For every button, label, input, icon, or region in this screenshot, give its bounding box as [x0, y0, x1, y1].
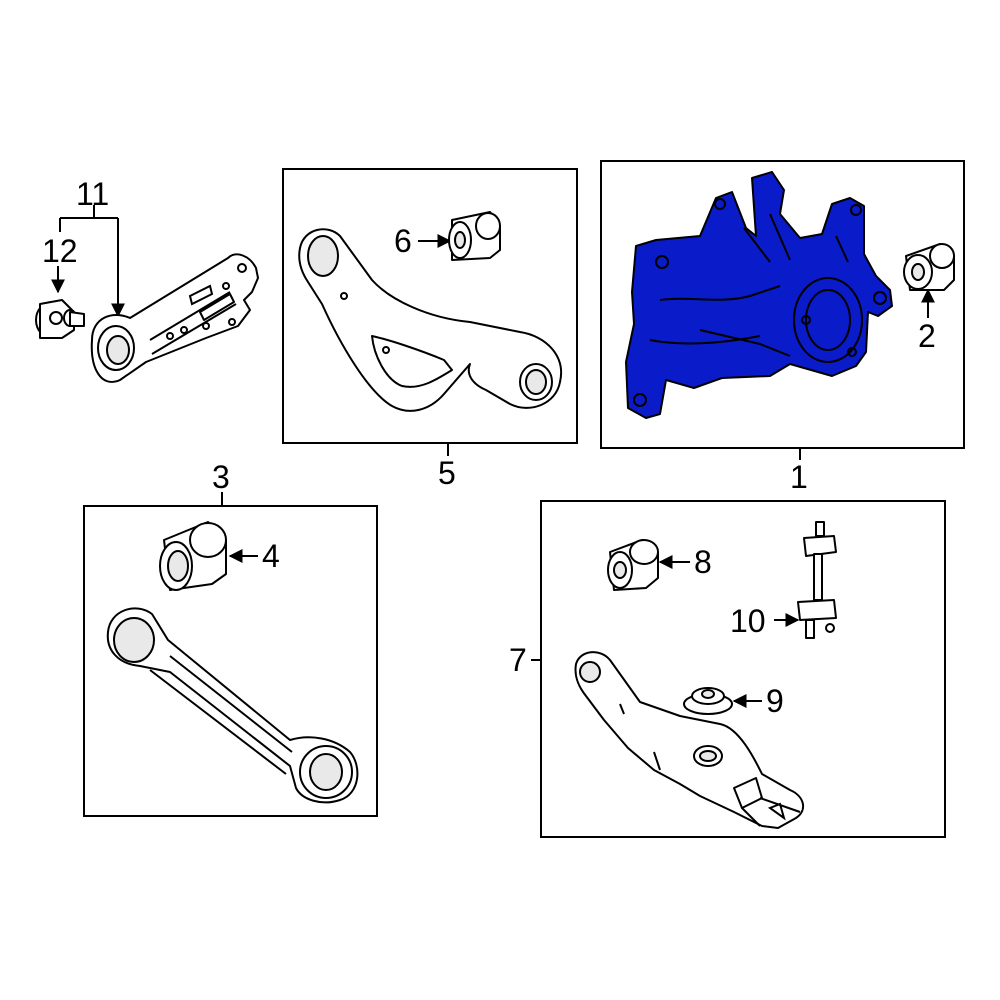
callout-6[interactable]: 6 [394, 223, 412, 259]
leader-11 [60, 205, 118, 316]
rear-knuckle-1[interactable] [625, 171, 893, 419]
box-5 [282, 168, 578, 444]
callout-8[interactable]: 8 [694, 544, 712, 580]
bushing-12[interactable] [35, 299, 85, 339]
callout-5[interactable]: 5 [438, 455, 456, 491]
callout-3[interactable]: 3 [212, 459, 230, 495]
callout-1[interactable]: 1 [790, 459, 808, 495]
upper-control-arm-5[interactable] [298, 228, 563, 412]
insulator-9[interactable] [683, 687, 733, 715]
bushing-4[interactable] [159, 521, 227, 591]
callout-10[interactable]: 10 [730, 603, 766, 639]
callout-12[interactable]: 12 [42, 233, 78, 269]
lower-control-arm-7[interactable] [574, 651, 805, 829]
lower-arm-box: 7 8 10 9 [509, 500, 946, 838]
box-1 [600, 160, 965, 449]
lower-link-box: 3 4 [83, 459, 378, 817]
upper-arm-box: 5 6 [282, 168, 578, 491]
stabilizer-link-10[interactable] [797, 521, 837, 639]
callout-11[interactable]: 11 [76, 176, 109, 212]
knuckle-box: 1 2 [600, 160, 965, 495]
box-7 [540, 500, 946, 838]
callout-7[interactable]: 7 [509, 642, 527, 678]
callout-4[interactable]: 4 [262, 538, 280, 574]
callout-9[interactable]: 9 [766, 683, 784, 719]
callout-2[interactable]: 2 [918, 318, 936, 354]
box-3 [83, 505, 378, 817]
bushing-6[interactable] [448, 211, 501, 261]
trailing-arm-group: 11 12 [35, 176, 259, 383]
bushing-8[interactable] [607, 539, 659, 591]
trailing-arm-11[interactable] [90, 253, 259, 383]
lower-link-3[interactable] [106, 607, 359, 804]
bushing-2[interactable] [903, 243, 955, 291]
